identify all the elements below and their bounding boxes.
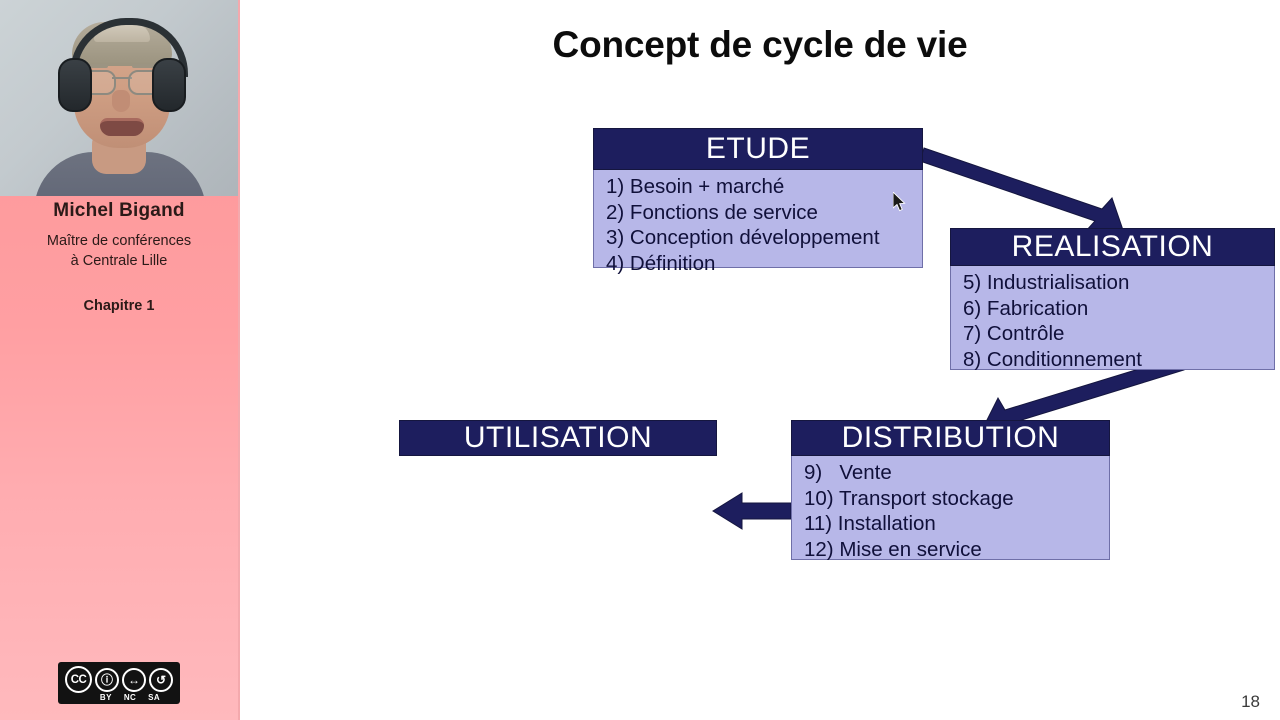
creative-commons-badge[interactable]: CC ⓘ ↔ ↺ BY NC SA xyxy=(58,662,180,704)
headphone-cup-right xyxy=(152,58,186,112)
page-title: Concept de cycle de vie xyxy=(552,24,968,65)
cc-by-icon: ⓘ xyxy=(95,667,119,692)
list-item: 12) Mise en service xyxy=(804,537,982,561)
list-item: 10) Transport stockage xyxy=(804,486,1014,510)
box-distribution-body: 9) Vente 10) Transport stockage 11) Inst… xyxy=(791,456,1110,562)
box-distribution[interactable]: DISTRIBUTION 9) Vente 10) Transport stoc… xyxy=(791,420,1110,562)
cc-nc-icon: ↔ xyxy=(122,667,146,692)
list-item: 6) Fabrication xyxy=(963,296,1089,320)
box-etude-list: 1) Besoin + marché 2) Fonctions de servi… xyxy=(606,174,922,276)
list-item: 11) Installation xyxy=(804,512,936,535)
cc-icon-row: CC ⓘ ↔ ↺ xyxy=(58,664,180,693)
list-item: 9) Vente xyxy=(804,461,892,484)
cc-sa-label: SA xyxy=(148,693,161,702)
box-distribution-list: 9) Vente 10) Transport stockage 11) Inst… xyxy=(804,460,1109,562)
box-etude[interactable]: ETUDE 1) Besoin + marché 2) Fonctions de… xyxy=(593,128,923,275)
mouse-cursor-icon xyxy=(893,192,906,212)
arrow-etude-to-realisation xyxy=(919,147,1125,234)
list-item: 5) Industrialisation xyxy=(963,271,1130,294)
list-item: 2) Fonctions de service xyxy=(606,200,818,224)
presenter-name: Michel Bigand xyxy=(53,200,185,221)
presenter-mouth xyxy=(100,118,144,136)
cc-logo-icon: CC xyxy=(65,666,92,693)
list-item: 8) Conditionnement xyxy=(963,347,1142,371)
cc-by-label: BY xyxy=(99,693,112,702)
presenter-info: Michel Bigand Maître de conférences à Ce… xyxy=(0,200,238,314)
page-number: 18 xyxy=(1241,692,1260,711)
box-realisation-list: 5) Industrialisation 6) Fabrication 7) C… xyxy=(963,270,1274,372)
webcam-video[interactable] xyxy=(0,0,238,196)
list-item: 1) Besoin + marché xyxy=(606,175,785,198)
box-realisation-header: REALISATION xyxy=(950,228,1275,266)
arrow-distribution-to-utilisation xyxy=(712,492,792,530)
box-distribution-header: DISTRIBUTION xyxy=(791,420,1110,456)
box-realisation-body: 5) Industrialisation 6) Fabrication 7) C… xyxy=(950,266,1275,372)
list-item: 3) Conception développement xyxy=(606,226,880,249)
chapter-label: Chapitre 1 xyxy=(83,298,155,314)
box-realisation[interactable]: REALISATION 5) Industrialisation 6) Fabr… xyxy=(950,228,1275,372)
box-utilisation[interactable]: UTILISATION xyxy=(399,420,717,456)
box-etude-body: 1) Besoin + marché 2) Fonctions de servi… xyxy=(593,170,923,275)
presenter-role-line-1: Maître de conférences xyxy=(46,233,192,249)
presenter-role-line-2: à Centrale Lille xyxy=(70,253,168,269)
cc-label-row: BY NC SA xyxy=(58,693,180,702)
list-item: 4) Définition xyxy=(606,251,716,275)
cc-nc-label: NC xyxy=(123,693,137,702)
presenter-sidebar: Michel Bigand Maître de conférences à Ce… xyxy=(0,0,240,720)
cc-sa-icon: ↺ xyxy=(149,667,173,692)
headphone-cup-left xyxy=(58,58,92,112)
presenter-nose xyxy=(112,90,130,112)
glasses-bridge xyxy=(112,77,132,79)
box-etude-header: ETUDE xyxy=(593,128,923,170)
list-item: 7) Contrôle xyxy=(963,322,1065,345)
box-utilisation-header: UTILISATION xyxy=(399,420,717,456)
slide-content: Concept de cycle de vie ETUDE 1) Besoin … xyxy=(240,0,1280,720)
